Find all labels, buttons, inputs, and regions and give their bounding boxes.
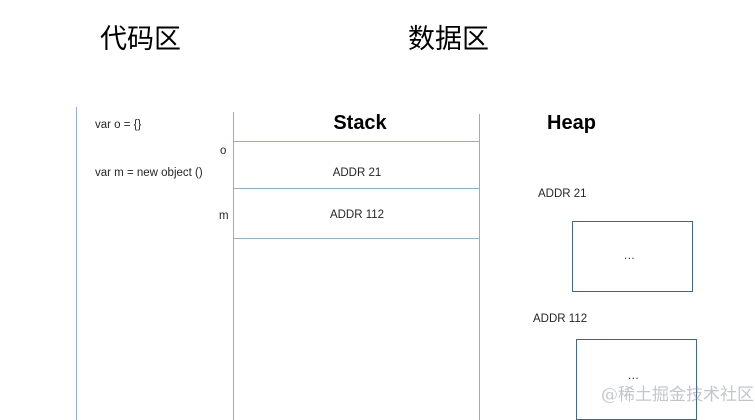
stack-cell-value: ADDR 21: [332, 167, 382, 179]
stack-var-label: m: [219, 210, 229, 222]
heap-block-box: [576, 339, 697, 420]
stack-title: Stack: [333, 112, 387, 134]
stack-left-border: [233, 112, 234, 420]
heading-data-area: 数据区: [408, 24, 489, 55]
code-line: var m = new object (): [95, 167, 203, 179]
stack-right-border: [479, 114, 480, 420]
code-line: var o = {}: [95, 119, 142, 131]
stack-row-divider: [233, 141, 480, 142]
stack-row-divider: [233, 188, 480, 189]
heading-code-area: 代码区: [100, 24, 181, 55]
stack-row-divider: [233, 238, 480, 239]
code-area-divider: [76, 107, 77, 420]
heap-block-address: ADDR 112: [533, 313, 588, 325]
stack-cell-value: ADDR 112: [329, 209, 385, 221]
stack-var-label: o: [220, 145, 227, 157]
heap-title: Heap: [547, 112, 596, 134]
heap-block-box: [572, 221, 693, 292]
heap-block-address: ADDR 21: [538, 188, 587, 200]
heap-block-content: ...: [624, 250, 636, 262]
heap-block-content: ...: [628, 370, 640, 382]
